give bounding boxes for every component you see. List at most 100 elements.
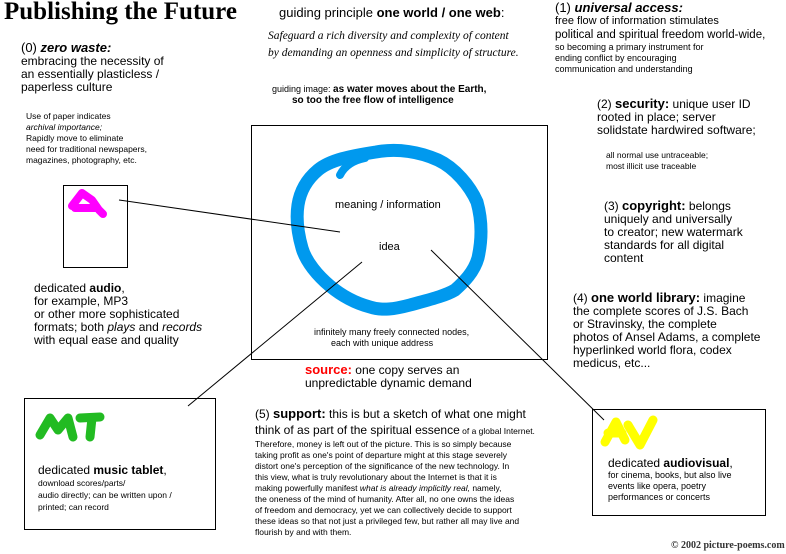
audiovisual-line: performances or concerts [608,492,711,502]
page-title: Publishing the Future [4,0,237,25]
audiovisual-line: events like opera, poetry [608,481,707,491]
zero-waste-heading: zero waste: [40,40,112,55]
library-section: (4) one world library: imagine the compl… [573,291,760,370]
support-line: distort one's perception of the signific… [255,461,510,471]
copyright-line: uniquely and universally [604,212,733,226]
copyright-heading: copyright: [622,198,686,213]
paper-note-line: need for traditional newspapers, [26,144,147,154]
universal-access-small-line: communication and understanding [555,64,693,74]
support-line: this is but a sketch of what one might [325,407,526,421]
security-line: solidstate hardwired software; [597,123,756,137]
support-heading: support: [273,406,326,421]
audiovisual-description: dedicated audiovisual, for cinema, books… [608,457,733,503]
meaning-information-label: meaning / information [335,199,441,211]
footer-copyright: © 2002 picture-poems.com [671,540,785,551]
support-line: the oneness of the mind of humanity. Aft… [255,494,515,504]
audiovisual-box [592,409,766,516]
library-line: the complete scores of J.S. Bach [573,304,749,318]
guiding-principle-suffix: : [500,5,505,20]
copyright-rest: belongs [685,199,731,213]
security-note: all normal use untraceable; most illicit… [606,150,708,172]
support-line: making powerfully manifest [255,483,360,493]
universal-access-heading: universal access: [574,0,683,15]
paper-note-line: Use of paper indicates [26,111,111,121]
support-line: of a global Internet. [459,426,535,436]
audio-description: dedicated audio, for example, MP3 or oth… [34,282,202,347]
zero-waste-section: (0) zero waste: embracing the necessity … [21,40,164,94]
support-line: think of as part of the spiritual essenc… [255,423,460,437]
audio-plays-italic: plays [107,320,136,334]
support-line: these ideas so that not just a privilege… [255,516,520,526]
universal-access-small-line: so becoming a primary instrument for [555,42,704,52]
copyright-line: content [604,251,644,265]
support-line: Therefore, money is left out of the pict… [255,439,512,449]
universal-access-line: free flow of information stimulates [555,15,719,27]
source-rest: one copy serves an [351,363,460,377]
guiding-principle-prefix: guiding principle [279,5,377,20]
library-number: (4) [573,291,591,305]
copyright-section: (3) copyright: belongs uniquely and univ… [604,199,743,265]
security-section: (2) security: unique user ID rooted in p… [597,97,756,137]
source-section: source: one copy serves an unpredictable… [305,363,472,390]
guiding-image-prefix: guiding image: [272,84,334,94]
library-line: photos of Ansel Adams, a complete [573,330,761,344]
nodes-caption-line: infinitely many freely connected nodes, [314,327,470,337]
zero-waste-number: (0) [21,40,41,55]
guiding-image-line-1: as water moves about the Earth, [333,84,487,95]
library-line: or Stravinsky, the complete [573,317,717,331]
support-line: this view, what is truly revolutionary a… [255,472,497,482]
paper-note-line: Rapidly move to eliminate [26,133,124,143]
music-tablet-line: audio directly; can be written upon / [38,490,172,500]
music-tablet-description: dedicated music tablet, download scores/… [38,464,172,513]
nodes-caption: infinitely many freely connected nodes, … [314,327,469,349]
universal-access-section: (1) universal access: free flow of infor… [555,1,765,75]
universal-access-small-line: ending conflict by encouraging [555,53,677,63]
audiovisual-emphasis: audiovisual [663,456,730,470]
music-tablet-line: download scores/parts/ [38,478,126,488]
audio-prefix: dedicated [34,281,90,295]
support-italic: what is already implicitly real, [359,483,470,493]
audio-suffix: , [121,281,125,295]
universal-access-number: (1) [555,0,575,15]
library-line: hyperlinked world flora, codex [573,343,732,357]
paper-note-line-italic: archival importance; [26,122,103,132]
audio-line: for example, MP3 [34,294,129,308]
audio-line: and [135,320,163,334]
music-tablet-emphasis: music tablet [93,463,164,477]
support-line: flourish by and with them. [255,527,352,537]
support-section: (5) support: this is but a sketch of wha… [255,407,535,538]
guiding-image-line-2: so too the free flow of intelligence [292,95,454,106]
music-tablet-prefix: dedicated [38,463,94,477]
security-heading: security: [615,96,670,111]
copyright-line: standards for all digital [604,238,725,252]
library-heading: one world library: [591,290,701,305]
audio-records-italic: records [162,320,203,334]
universal-access-line: political and spiritual freedom world-wi… [555,29,766,41]
library-rest: imagine [700,291,746,305]
zero-waste-line: embracing the necessity of [21,54,164,68]
paper-note: Use of paper indicates archival importan… [26,111,147,166]
nodes-caption-line: each with unique address [331,338,434,348]
library-line: medicus, etc... [573,356,651,370]
audio-line: or other more sophisticated [34,307,180,321]
audiovisual-suffix: , [729,456,733,470]
security-rest: unique user ID [669,97,751,111]
audio-line: formats; both [34,320,108,334]
quote-line-1: Safeguard a rich diversity and complexit… [268,30,509,42]
audiovisual-prefix: dedicated [608,456,664,470]
guiding-image: guiding image: as water moves about the … [272,84,486,106]
quote-line-2: by demanding an openness and simplicity … [268,47,519,59]
music-tablet-box [24,398,216,530]
zero-waste-line: an essentially plasticless / [21,67,160,81]
source-heading: source: [305,362,352,377]
audiovisual-line: for cinema, books, but also live [608,470,732,480]
audio-line: with equal ease and quality [34,333,179,347]
idea-label: idea [379,241,400,253]
copyright-line: to creator; new watermark [604,225,743,239]
guiding-principle-quote: Safeguard a rich diversity and complexit… [268,28,519,62]
copyright-number: (3) [604,199,622,213]
security-note-line: most illicit use traceable [606,161,697,171]
central-network-box [251,125,548,360]
audio-device-box [63,185,128,268]
support-line: taking profit as one's point of departur… [255,450,508,460]
